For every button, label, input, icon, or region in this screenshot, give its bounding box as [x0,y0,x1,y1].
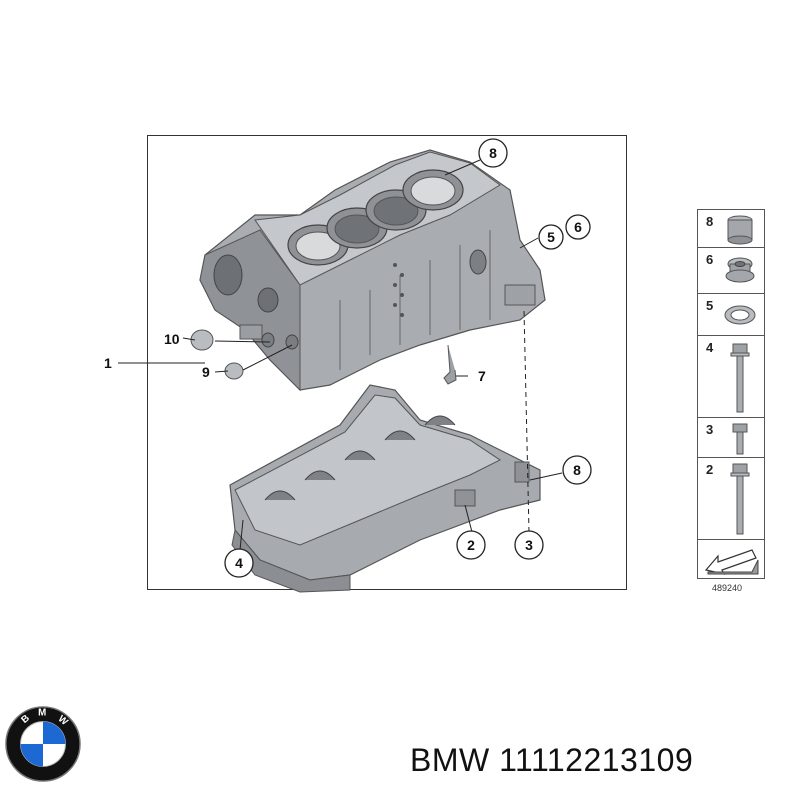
sleeve-icon [727,215,753,245]
long-bolt-icon [730,343,750,413]
brand-name: BMW [410,742,490,778]
callout-9: 9 [202,364,210,380]
legend-item-3: 3 [698,418,764,458]
parts-legend: 8 6 5 4 3 [697,209,765,579]
callouts: 1 10 9 7 8 5 6 8 2 3 4 [104,138,592,578]
callout-5: 5 [547,229,555,245]
part-number: 11112213109 [499,742,694,778]
callout-8-bottom: 8 [573,462,581,478]
bedplate [229,384,541,593]
callout-8-top-circle [478,138,508,168]
callout-3-circle [514,530,544,560]
legend-item-6: 6 [698,248,764,294]
medium-bolt-icon [730,463,750,535]
legend-item-8: 8 [698,210,764,248]
short-bolt-icon [732,423,748,455]
callout-8-bottom-circle [562,455,592,485]
callout-4-circle [224,548,254,578]
callout-5-circle [538,224,564,250]
logo-letter-m: M [38,708,46,719]
legend-item-2: 2 [698,458,764,540]
legend-item-5: 5 [698,294,764,336]
callout-6: 6 [574,219,582,235]
diagram-reference-number: 489240 [712,583,743,593]
callout-10: 10 [164,331,180,347]
callout-2: 2 [467,537,475,553]
callout-3: 3 [525,537,533,553]
sealing-ring-icon [724,305,756,325]
legend-arrow-cell [698,540,764,580]
part-caption: BMW 11112213109 [410,742,693,779]
engine-block [199,149,546,392]
bmw-logo: B M W [5,706,81,782]
sensor-part [443,344,457,385]
plug-parts [190,324,299,380]
callout-7: 7 [478,368,486,384]
leader-lines [118,159,563,551]
callout-1: 1 [104,355,112,371]
callout-8-top: 8 [489,145,497,161]
legend-item-4: 4 [698,336,764,418]
callout-4: 4 [235,555,243,571]
callout-2-circle [456,530,486,560]
hex-plug-icon [725,257,755,283]
callout-6-circle [565,214,591,240]
view-direction-arrow-icon [704,549,759,575]
